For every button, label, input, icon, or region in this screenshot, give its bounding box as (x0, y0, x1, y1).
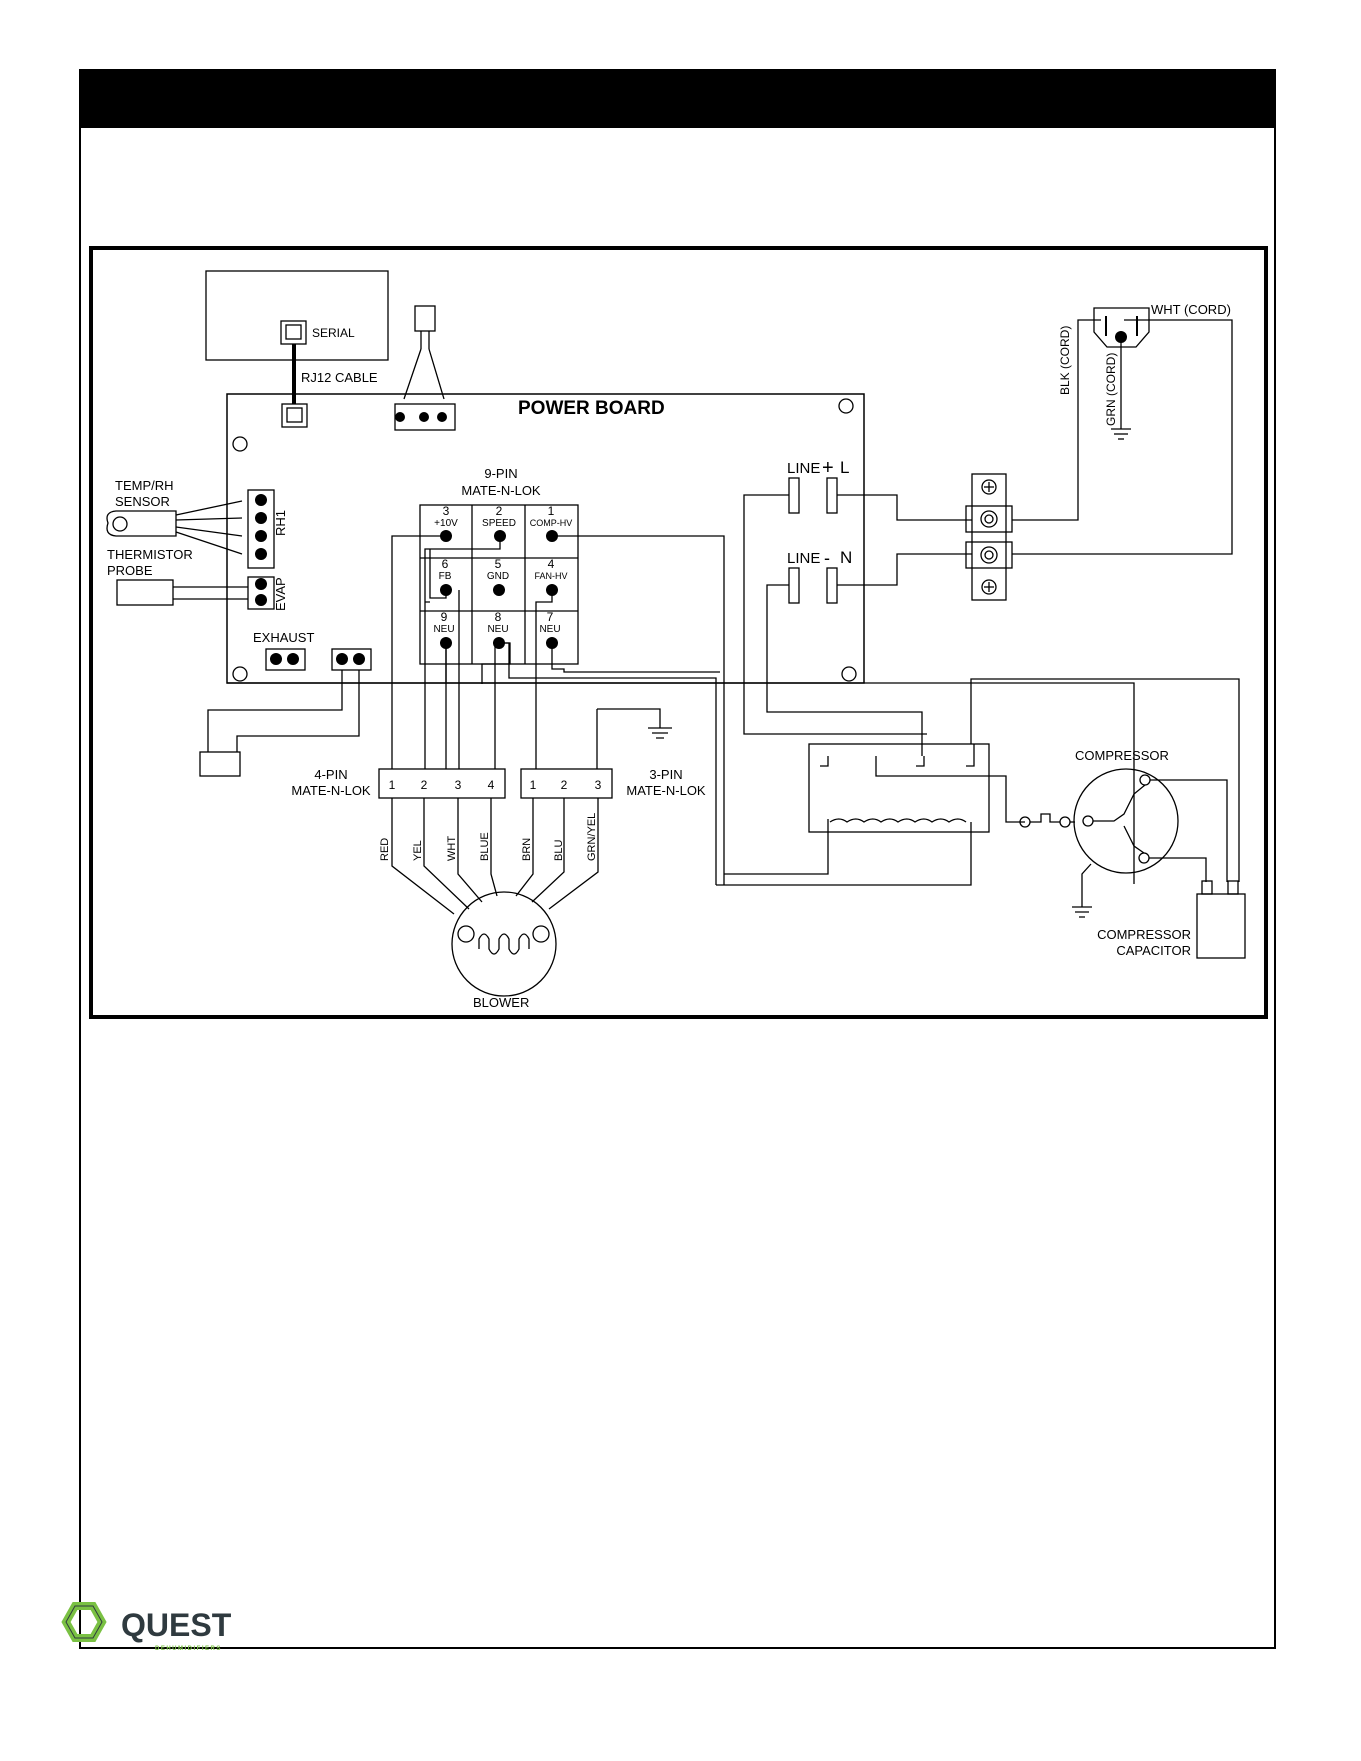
9pin-label: NEU (433, 624, 454, 635)
compressor (1073, 768, 1179, 874)
control-board (205, 270, 389, 361)
terminal-block (971, 473, 1007, 601)
wiring-diagram-svg: SERIAL RJ12 CABLE POWER BOARD TEMP/RH SE… (106, 270, 1246, 1010)
temp-rh-label-2: SENSOR (115, 494, 170, 509)
4pin-num: 3 (455, 778, 462, 792)
power-board (226, 393, 865, 684)
compressor-capacitor (1196, 893, 1246, 959)
9pin-label: +10V (434, 518, 458, 529)
blower-label: BLOWER (473, 995, 529, 1010)
line-l-label: LINE (787, 460, 820, 477)
9pin-label: SPEED (482, 518, 516, 529)
3pin-num: 3 (595, 778, 602, 792)
9pin-num: 7 (547, 610, 554, 624)
wire-label-red: RED (379, 838, 391, 861)
3pin-title-2: MATE-N-LOK (626, 783, 706, 798)
quest-logo: QUEST DEHUMIDIFIERS (61, 1602, 232, 1652)
compressor-label: COMPRESSOR (1075, 748, 1169, 763)
9pin-num: 2 (496, 504, 503, 518)
thermistor-label-1: THERMISTOR (107, 547, 193, 562)
4pin-num: 2 (421, 778, 428, 792)
contactor (808, 743, 990, 833)
exhaust-fan-header (331, 648, 372, 671)
9pin-label: NEU (487, 624, 508, 635)
line-n-letter: N (840, 548, 852, 567)
logo-name: QUEST (121, 1607, 232, 1643)
evap-header (247, 576, 275, 610)
4pin-title-2: MATE-N-LOK (291, 783, 371, 798)
4pin-num: 1 (389, 778, 396, 792)
evap-label: EVAP (273, 577, 288, 611)
wire-label-yel: YEL (412, 840, 424, 861)
temp-rh-label-1: TEMP/RH (115, 478, 174, 493)
wire-label-blue: BLUE (479, 832, 491, 861)
wire-label-blu: BLU (553, 840, 565, 861)
thermistor-label-2: PROBE (107, 563, 153, 578)
9pin-label: NEU (539, 624, 560, 635)
9pin-num: 9 (441, 610, 448, 624)
wire-label-wht: WHT (446, 836, 458, 861)
wire-label-grn-yel: GRN/YEL (586, 813, 598, 861)
line-l-symbol: + (822, 457, 834, 479)
power-plug (1093, 307, 1150, 348)
9pin-num: 4 (548, 557, 555, 571)
9pin-title-1: 9-PIN (484, 466, 517, 481)
hexagon-logo-icon (61, 1602, 107, 1642)
9pin-num: 6 (442, 557, 449, 571)
9pin-num: 5 (495, 557, 502, 571)
9pin-label: FB (439, 571, 452, 582)
exhaust-label: EXHAUST (253, 630, 314, 645)
9pin-label: COMP-HV (530, 518, 573, 528)
9pin-num: 1 (548, 504, 555, 518)
logo-tagline: DEHUMIDIFIERS (155, 1646, 222, 1652)
9pin-label: FAN-HV (534, 571, 567, 581)
thermistor-probe (116, 579, 174, 606)
footer-rule (242, 1647, 1276, 1649)
line-n-symbol: - (824, 548, 830, 568)
header-bar (79, 69, 1276, 128)
4pin-connector (378, 768, 506, 799)
capacitor-label-1: COMPRESSOR (1097, 927, 1191, 942)
4pin-num: 4 (488, 778, 495, 792)
line-l-letter: L (840, 458, 849, 477)
rj12-cable-label: RJ12 CABLE (301, 370, 378, 385)
3pin-connector (520, 768, 613, 799)
temp-rh-sensor (106, 510, 177, 537)
9pin-num: 8 (495, 610, 502, 624)
rj12-port (281, 403, 308, 428)
rh1-label: RH1 (273, 510, 288, 536)
line-n-label: LINE (787, 550, 820, 567)
9pin-num: 3 (443, 504, 450, 518)
exhaust-fan (199, 751, 241, 777)
blower (451, 891, 557, 997)
capacitor-label-2: CAPACITOR (1116, 943, 1191, 958)
blk-cord-label: BLK (CORD) (1058, 326, 1072, 395)
exhaust-header (265, 648, 306, 671)
9pin-title-2: MATE-N-LOK (461, 483, 541, 498)
4pin-title-1: 4-PIN (314, 767, 347, 782)
wire-label-brn: BRN (521, 838, 533, 861)
3pin-title-1: 3-PIN (649, 767, 682, 782)
9pin-label: GND (487, 571, 509, 582)
rh1-header (247, 489, 275, 569)
power-board-title: POWER BOARD (518, 398, 665, 419)
3pin-num: 2 (561, 778, 568, 792)
3pin-num: 1 (530, 778, 537, 792)
wht-cord-label: WHT (CORD) (1151, 302, 1231, 317)
grn-cord-label: GRN (CORD) (1104, 353, 1118, 426)
serial-label: SERIAL (312, 326, 355, 340)
wiring-diagram: SERIAL RJ12 CABLE POWER BOARD TEMP/RH SE… (89, 246, 1268, 1019)
